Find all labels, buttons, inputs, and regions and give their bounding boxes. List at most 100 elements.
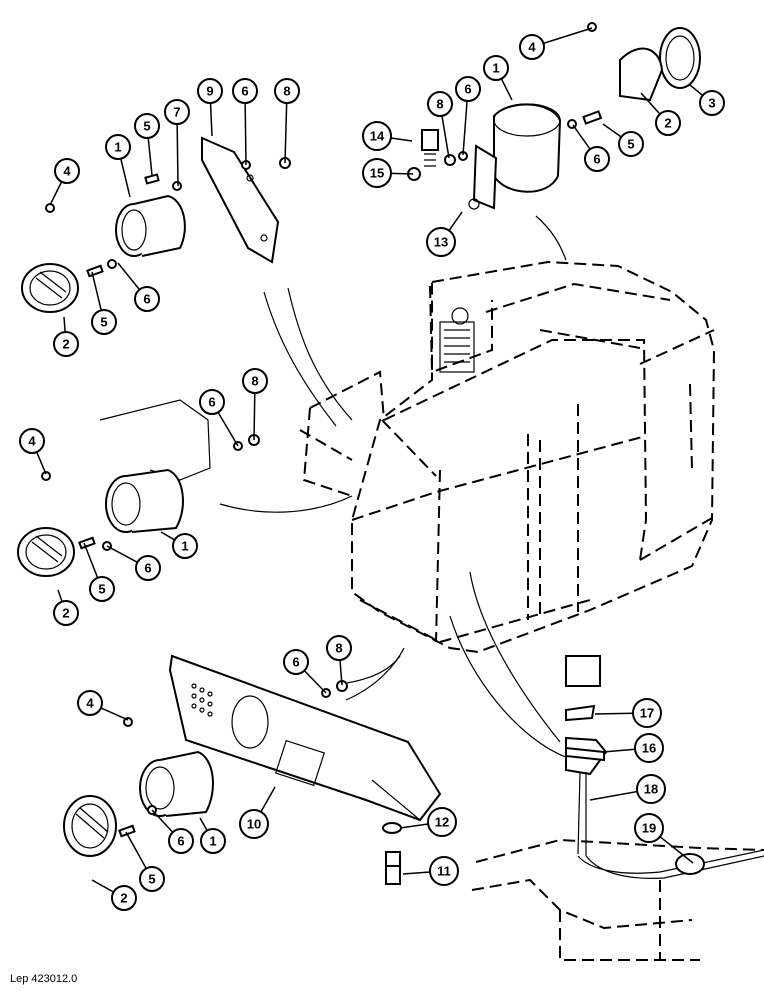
callout-13-bracket: 13 (426, 227, 456, 257)
upper-right-lamp-group (407, 22, 701, 210)
switch-group (565, 655, 764, 879)
callout-4-screw: 4 (519, 34, 545, 60)
callout-5-bolt: 5 (89, 576, 115, 602)
callout-1-lamp-housing: 1 (483, 55, 509, 81)
upper-left-lamp-group (21, 136, 291, 313)
callout-number: 6 (208, 395, 215, 410)
callout-circle (168, 828, 194, 854)
callout-number: 8 (251, 374, 258, 389)
leader-line-4 (543, 27, 593, 45)
callout-number: 8 (283, 84, 290, 99)
leader-line-5 (602, 123, 622, 138)
callout-15-washer: 15 (362, 158, 392, 188)
leader-line-5 (91, 271, 102, 311)
callout-9-bracket: 9 (197, 78, 223, 104)
reference-code: Lep 423012.0 (10, 973, 78, 985)
callout-6-washer: 6 (168, 828, 194, 854)
leader-line-19 (659, 836, 694, 864)
callout-circle (426, 227, 456, 257)
leader-line-18 (589, 790, 638, 801)
leader-line-8 (253, 392, 256, 441)
leader-line-1 (160, 531, 176, 541)
callout-circle (655, 110, 681, 136)
callout-circle (427, 91, 453, 117)
callout-circle (519, 34, 545, 60)
callout-1-lamp-housing: 1 (105, 134, 131, 160)
callout-8-nut: 8 (242, 368, 268, 394)
leader-line-7 (176, 123, 179, 187)
leader-line-5 (147, 137, 153, 176)
leader-line-2 (57, 589, 63, 602)
callout-number: 6 (143, 292, 150, 307)
callout-6-washer: 6 (199, 389, 225, 415)
callout-circle (634, 813, 664, 843)
callout-circle (89, 576, 115, 602)
callout-1-lamp-housing: 1 (200, 828, 226, 854)
callout-number: 8 (436, 97, 443, 112)
switch-decal-blank (565, 655, 601, 687)
callout-circle (200, 828, 226, 854)
callout-circle (584, 146, 610, 172)
callout-8-nut: 8 (326, 635, 352, 661)
callout-4-screw: 4 (54, 158, 80, 184)
callout-circle (91, 309, 117, 335)
leader-line-5 (83, 542, 99, 579)
callout-8-nut: 8 (427, 91, 453, 117)
callout-circle (636, 774, 666, 804)
callout-number: 6 (464, 82, 471, 97)
leader-line-2 (63, 316, 66, 333)
callout-2-lamp-lens: 2 (655, 110, 681, 136)
callout-circle (139, 866, 165, 892)
callout-circle (197, 78, 223, 104)
callout-circle (134, 113, 160, 139)
leader-line-6 (244, 102, 247, 166)
callout-8-nut: 8 (274, 78, 300, 104)
lower-left-panel-group (63, 654, 442, 885)
callout-4-screw: 4 (19, 428, 45, 454)
callout-circle (283, 649, 309, 675)
leader-line-6 (106, 545, 138, 563)
callout-number: 5 (627, 137, 634, 152)
callout-circle (483, 55, 509, 81)
callout-2-lamp-lens: 2 (53, 600, 79, 626)
callout-circle (77, 690, 103, 716)
callout-number: 6 (593, 152, 600, 167)
callout-12-washer: 12 (427, 807, 457, 837)
callout-number: 16 (642, 741, 656, 756)
callout-6-washer: 6 (455, 76, 481, 102)
leader-line-1 (120, 158, 131, 198)
callout-number: 13 (434, 235, 448, 250)
leader-line-17 (594, 712, 634, 715)
callout-circle (53, 600, 79, 626)
leader-line-15 (390, 172, 414, 175)
callout-2-lamp-lens: 2 (53, 331, 79, 357)
callout-number: 8 (335, 641, 342, 656)
callout-number: 4 (28, 434, 36, 449)
callout-circle (199, 389, 225, 415)
leader-line-6 (572, 124, 591, 150)
leader-line-6 (462, 100, 468, 156)
leader-line-6 (303, 670, 327, 694)
callout-4-screw: 4 (77, 690, 103, 716)
leader-line-13 (448, 211, 463, 231)
leader-line-12 (399, 823, 429, 829)
callout-number: 12 (435, 815, 449, 830)
callout-number: 6 (292, 655, 299, 670)
callout-number: 6 (241, 84, 248, 99)
callout-circle (429, 856, 459, 886)
leader-line-4 (100, 707, 129, 721)
callout-number: 3 (708, 96, 715, 111)
callout-6-washer: 6 (134, 286, 160, 312)
callout-number: 5 (148, 872, 155, 887)
callout-19-cable-clamp: 19 (634, 813, 664, 843)
callout-number: 11 (437, 864, 451, 879)
callout-11-bolt: 11 (429, 856, 459, 886)
callout-circle (53, 331, 79, 357)
callout-number: 4 (63, 164, 71, 179)
callout-number: 1 (181, 539, 188, 554)
callout-number: 1 (209, 834, 216, 849)
leader-lines (35, 27, 704, 893)
callout-circle (172, 533, 198, 559)
leader-line-11 (402, 871, 431, 875)
